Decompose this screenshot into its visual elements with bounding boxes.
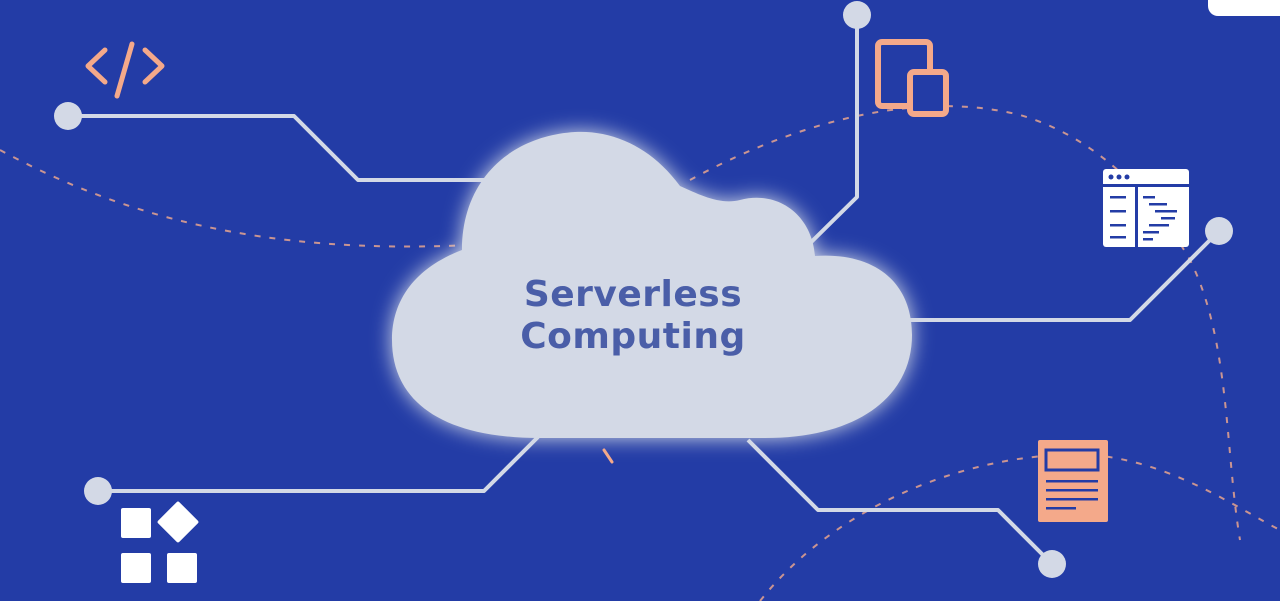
apps-grid-icon xyxy=(121,501,199,583)
document-icon xyxy=(1038,440,1108,522)
browser-window-icon xyxy=(1103,169,1189,247)
nodes xyxy=(54,1,1233,578)
devices-icon xyxy=(875,39,949,117)
dashed-curve-top xyxy=(689,105,1241,541)
corner-tab xyxy=(1208,0,1280,16)
connector-code xyxy=(68,114,490,182)
dashed-curve-left xyxy=(0,149,471,248)
title-line-2: Computing xyxy=(520,316,746,357)
connector-browser xyxy=(900,229,1221,322)
node-code xyxy=(54,102,82,130)
connector-devices xyxy=(793,15,859,260)
cloud-icon xyxy=(392,131,912,438)
accent-tick xyxy=(602,448,614,464)
dashed-curve-bottom xyxy=(759,453,1280,601)
code-icon xyxy=(85,41,165,99)
node-document xyxy=(1038,550,1066,578)
node-browser xyxy=(1205,217,1233,245)
connector-apps xyxy=(98,435,540,493)
node-apps xyxy=(84,477,112,505)
cloud-title: Serverless Computing xyxy=(430,274,836,358)
connector-document xyxy=(746,438,1054,566)
title-line-1: Serverless xyxy=(523,274,743,315)
node-devices xyxy=(843,1,871,29)
connectors xyxy=(68,15,1221,566)
